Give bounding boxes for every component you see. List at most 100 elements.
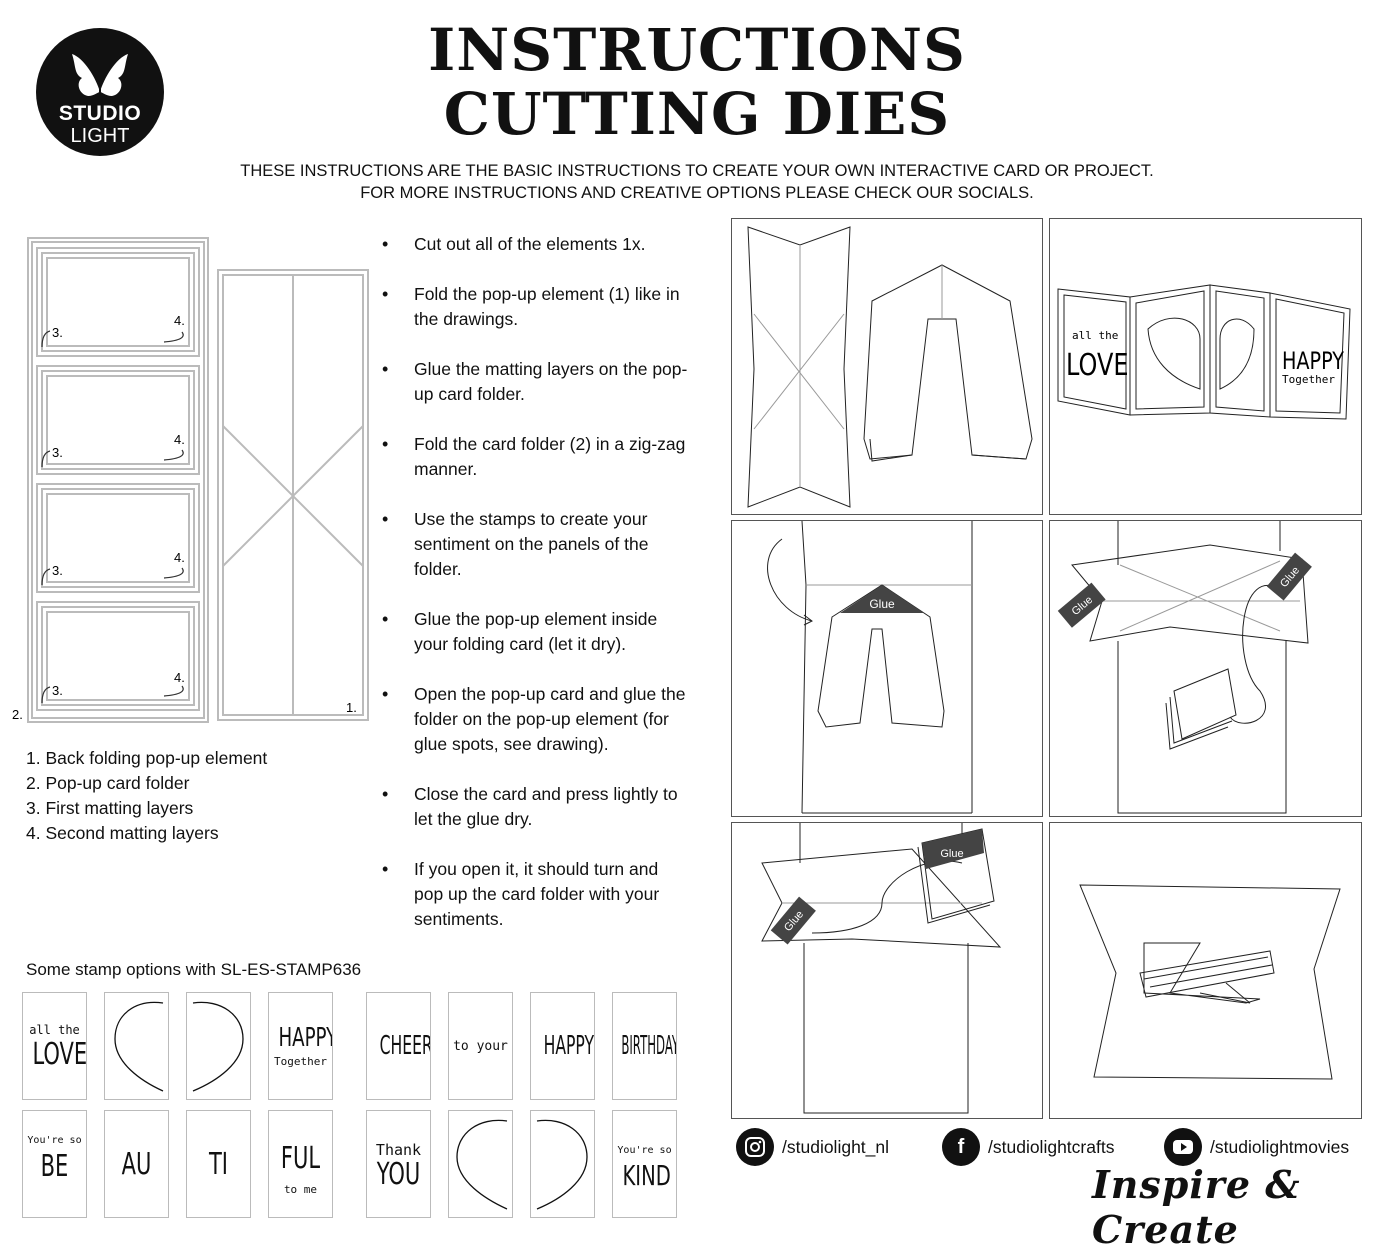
stamp-heart-right bbox=[530, 1110, 595, 1218]
step-item: Close the card and press lightly to let … bbox=[380, 782, 690, 832]
stamp-heart-left bbox=[448, 1110, 513, 1218]
stamp-text: to your bbox=[453, 1039, 508, 1054]
logo-studio-text: STUDIO bbox=[58, 102, 142, 125]
die-label-4: 4. bbox=[174, 550, 185, 565]
social-instagram[interactable]: /studiolight_nl bbox=[736, 1126, 889, 1168]
title-line-2: CUTTING DIES bbox=[443, 80, 951, 148]
youtube-icon bbox=[1164, 1128, 1202, 1166]
stamp-text: to me bbox=[283, 1183, 318, 1196]
stamp-to-your: to your bbox=[448, 992, 513, 1100]
stamp-text: all the bbox=[29, 1023, 80, 1037]
stamp-au: AU bbox=[104, 1110, 169, 1218]
step-item: Glue the pop-up element inside your fold… bbox=[380, 607, 690, 657]
stamp-youre-so-be: You're so BE bbox=[22, 1110, 87, 1218]
stamp-heart-left bbox=[104, 992, 169, 1100]
step-item: If you open it, it should turn and pop u… bbox=[380, 857, 690, 932]
legend-item: 4. Second matting layers bbox=[26, 823, 219, 843]
stamp-text: LOVE bbox=[32, 1037, 87, 1072]
step-item: Fold the pop-up element (1) like in the … bbox=[380, 282, 690, 332]
illustration-panel-1 bbox=[731, 218, 1043, 515]
stamp-text: HAPPY bbox=[278, 1023, 333, 1053]
die-label-3: 3. bbox=[52, 683, 63, 698]
stamp-all-the-love: all the LOVE bbox=[22, 992, 87, 1100]
matting-frame bbox=[36, 601, 200, 711]
stamp-text: FUL bbox=[280, 1141, 321, 1176]
stamp-text: KIND bbox=[622, 1159, 671, 1192]
stamp-text: Together bbox=[274, 1055, 327, 1068]
social-handle: /studiolightcrafts bbox=[988, 1136, 1115, 1157]
stamp-text: AU bbox=[121, 1147, 152, 1182]
step-item: Cut out all of the elements 1x. bbox=[380, 232, 690, 257]
fold-popup-drawing bbox=[747, 226, 1033, 508]
popped-up-card-drawing bbox=[1079, 884, 1341, 1080]
matting-frame bbox=[36, 365, 200, 475]
illustration-panel-3: Glue bbox=[731, 520, 1043, 817]
die-label-4: 4. bbox=[174, 313, 185, 328]
page-title: INSTRUCTIONS CUTTING DIES bbox=[0, 18, 1394, 146]
glue-folder-on-popup-drawing: Glue Glue bbox=[1057, 521, 1312, 814]
tagline: Inspire & Create bbox=[1092, 1162, 1301, 1252]
step-item: Glue the matting layers on the pop-up ca… bbox=[380, 357, 690, 407]
stamp-birthday: BIRTHDAY bbox=[612, 992, 677, 1100]
butterfly-icon bbox=[72, 54, 128, 96]
subtitle-line-1: THESE INSTRUCTIONS ARE THE BASIC INSTRUC… bbox=[240, 162, 1154, 180]
mini-stamp-text: Together bbox=[1282, 373, 1335, 386]
heart-half-icon bbox=[456, 1119, 508, 1210]
die-label-3: 3. bbox=[52, 325, 63, 340]
studio-light-logo: STUDIO LIGHT bbox=[36, 28, 164, 156]
heart-half-icon bbox=[536, 1119, 588, 1210]
stamp-text: You're so bbox=[617, 1145, 672, 1156]
stamp-caption: Some stamp options with SL-ES-STAMP636 bbox=[26, 960, 362, 979]
step-item: Open the pop-up card and glue the folder… bbox=[380, 682, 690, 757]
stamp-text: Thank bbox=[375, 1141, 422, 1159]
stamp-text: YOU bbox=[376, 1157, 421, 1192]
die-legend: 1. Back folding pop-up element 2. Pop-up… bbox=[26, 746, 267, 846]
illustration-panel-5: Glue Glue bbox=[731, 822, 1043, 1119]
stamp-happy-together: HAPPY Together bbox=[268, 992, 333, 1100]
die-label-1: 1. bbox=[346, 700, 357, 715]
pop-up-element-die bbox=[217, 269, 369, 721]
facebook-icon: f bbox=[942, 1128, 980, 1166]
stamp-text: You're so bbox=[27, 1135, 82, 1146]
die-label-3: 3. bbox=[52, 445, 63, 460]
mini-stamp-text: LOVE bbox=[1066, 348, 1129, 382]
subtitle-line-2: FOR MORE INSTRUCTIONS AND CREATIVE OPTIO… bbox=[360, 184, 1034, 202]
stamp-ful-to-me: FUL to me bbox=[268, 1110, 333, 1218]
social-youtube[interactable]: /studiolightmovies bbox=[1164, 1126, 1349, 1168]
stamp-text: HAPPY bbox=[543, 1031, 595, 1061]
stamp-youre-so-kind: You're so KIND bbox=[612, 1110, 677, 1218]
logo-light-text: LIGHT bbox=[70, 125, 130, 147]
instagram-icon bbox=[736, 1128, 774, 1166]
social-handle: /studiolightmovies bbox=[1210, 1136, 1350, 1157]
glue-label: Glue bbox=[940, 848, 963, 860]
social-facebook[interactable]: f /studiolightcrafts bbox=[942, 1126, 1114, 1168]
stamp-happy: HAPPY bbox=[530, 992, 595, 1100]
glue-popup-inside-card-drawing: Glue bbox=[767, 520, 973, 814]
illustration-panel-6 bbox=[1049, 822, 1362, 1119]
cutting-die-diagram: 3. 4. 3. 4. 3. 4. 3. 4. 2. 1. bbox=[12, 237, 369, 723]
stamp-text: CHEERS bbox=[379, 1031, 430, 1061]
close-card-drawing: Glue Glue bbox=[761, 823, 1002, 1114]
legend-item: 3. First matting layers bbox=[26, 798, 194, 818]
page-subtitle: THESE INSTRUCTIONS ARE THE BASIC INSTRUC… bbox=[0, 160, 1394, 204]
matting-frame bbox=[36, 247, 200, 357]
die-label-2: 2. bbox=[12, 707, 23, 722]
step-item: Fold the card folder (2) in a zig-zag ma… bbox=[380, 432, 690, 482]
die-label-4: 4. bbox=[174, 432, 185, 447]
illustration-panel-4: Glue Glue bbox=[1049, 520, 1362, 817]
heart-half-icon bbox=[114, 1001, 164, 1092]
die-label-3: 3. bbox=[52, 563, 63, 578]
stamp-text: TI bbox=[208, 1147, 229, 1182]
glue-label: Glue bbox=[869, 597, 895, 611]
stamp-text: BIRTHDAY bbox=[621, 1031, 677, 1061]
folder-with-sentiments-drawing: all the LOVE HAPPY Together bbox=[1057, 284, 1351, 420]
legend-item: 1. Back folding pop-up element bbox=[26, 748, 268, 768]
mini-stamp-text: all the bbox=[1072, 329, 1118, 342]
social-handle: /studiolight_nl bbox=[782, 1136, 890, 1157]
stamp-heart-right bbox=[186, 992, 251, 1100]
title-line-1: INSTRUCTIONS bbox=[428, 16, 966, 84]
step-item: Use the stamps to create your sentiment … bbox=[380, 507, 690, 582]
matting-frame bbox=[36, 483, 200, 593]
instruction-steps: Cut out all of the elements 1x. Fold the… bbox=[380, 232, 690, 957]
illustration-panel-2: all the LOVE HAPPY Together bbox=[1049, 218, 1362, 515]
